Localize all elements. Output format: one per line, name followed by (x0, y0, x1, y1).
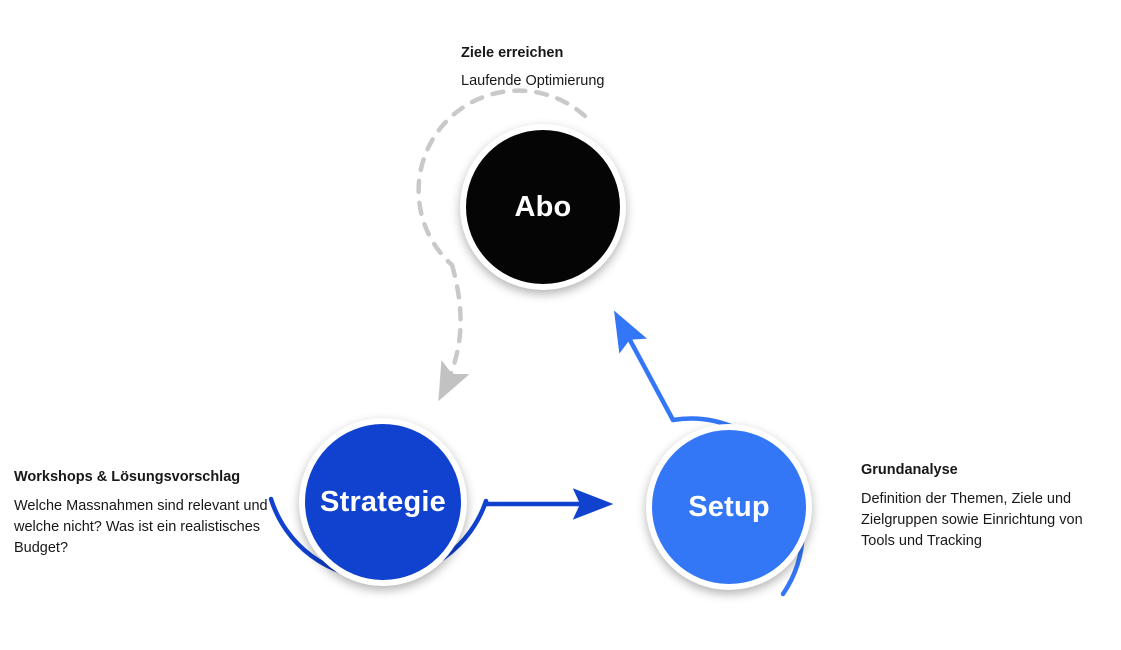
node-abo-label: Abo (514, 190, 572, 223)
annotation-abo-body: Laufende Optimierung (461, 72, 605, 89)
annotation-abo: Ziele erreichen Laufende Optimierung (461, 44, 761, 92)
node-strategie-label: Strategie (320, 485, 446, 518)
arrow-abo-to-strategie (438, 262, 470, 402)
node-setup[interactable]: Setup (646, 424, 812, 590)
node-abo[interactable]: Abo (460, 124, 626, 290)
annotation-setup-body: Definition der Themen, Ziele und Zielgru… (861, 490, 1083, 549)
annotation-setup: Grundanalyse Definition der Themen, Ziel… (861, 461, 1113, 552)
node-strategie[interactable]: Strategie (299, 418, 467, 586)
arc-abo-dashed (416, 88, 588, 268)
node-setup-label: Setup (688, 490, 770, 523)
annotation-setup-title: Grundanalyse (861, 462, 958, 478)
annotation-strategie-body: Welche Massnahmen sind relevant und welc… (14, 497, 268, 556)
annotation-strategie-title: Workshops & Lösungsvorschlag (14, 469, 241, 485)
annotation-strategie: Workshops & Lösungsvorschlag Welche Mass… (14, 468, 276, 559)
arrow-strategie-to-setup (483, 488, 614, 520)
annotation-abo-title: Ziele erreichen (461, 45, 564, 61)
arrow-setup-to-abo (614, 310, 675, 422)
